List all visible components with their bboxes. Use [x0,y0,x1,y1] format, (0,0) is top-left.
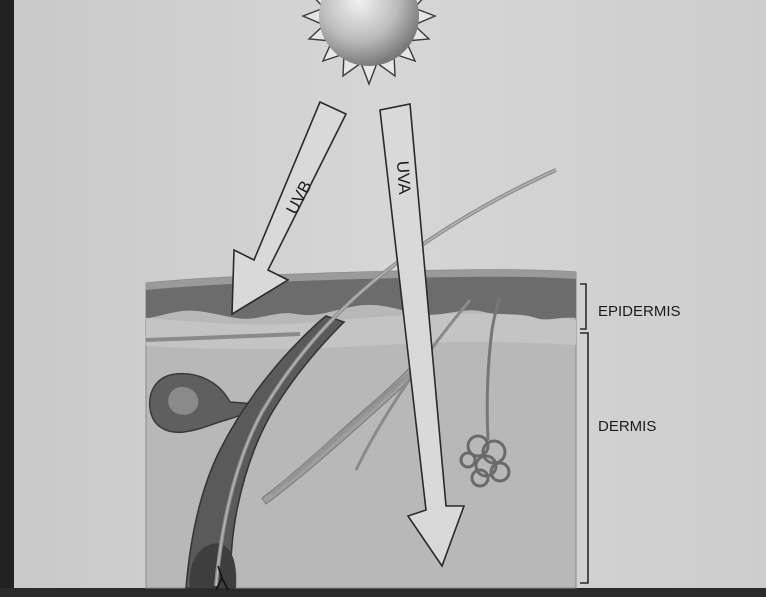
epidermis-label: EPIDERMIS [598,303,681,320]
left-dark-margin [0,0,14,597]
uva-label: UVA [393,160,414,196]
bottom-dark-margin [0,588,766,597]
dermis-label: DERMIS [598,418,656,435]
